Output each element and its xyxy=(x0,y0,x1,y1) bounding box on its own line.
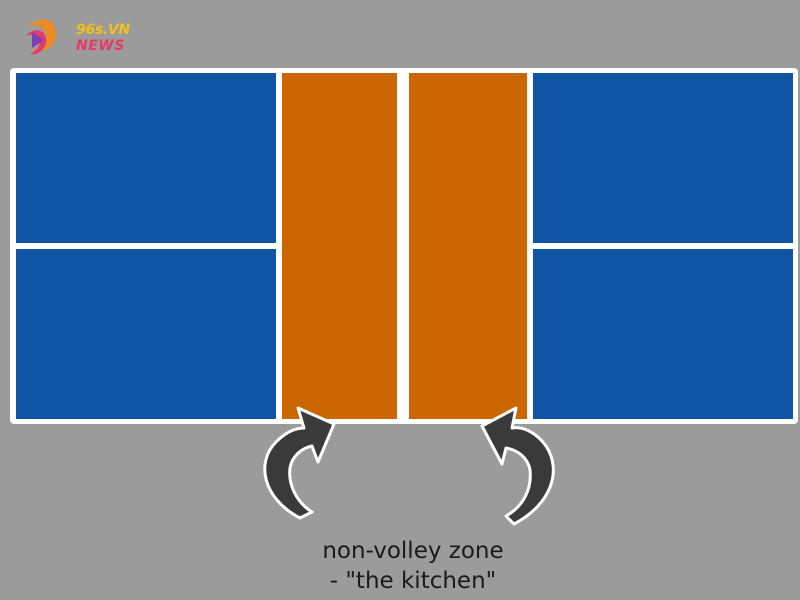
left-kitchen-zone xyxy=(282,73,397,419)
right-service-box-top xyxy=(533,73,793,243)
logo-emblem-icon xyxy=(26,19,56,55)
left-kitchen-arrow-icon xyxy=(263,406,336,520)
right-service-box-bottom xyxy=(533,249,793,419)
net-line xyxy=(397,73,409,419)
site-logo: 96s.VN NEWS xyxy=(22,14,142,62)
left-service-box-top xyxy=(16,73,276,243)
logo-text-domain: 96s.VN xyxy=(76,22,130,38)
logo-text-news: NEWS xyxy=(76,38,125,54)
kitchen-caption: non-volley zone - "the kitchen" xyxy=(250,536,576,596)
caption-line-1: non-volley zone xyxy=(322,538,504,564)
left-service-box-bottom xyxy=(16,249,276,419)
right-kitchen-arrow-icon xyxy=(480,406,555,526)
right-kitchen-zone xyxy=(409,73,527,419)
caption-line-2: - "the kitchen" xyxy=(329,568,497,594)
